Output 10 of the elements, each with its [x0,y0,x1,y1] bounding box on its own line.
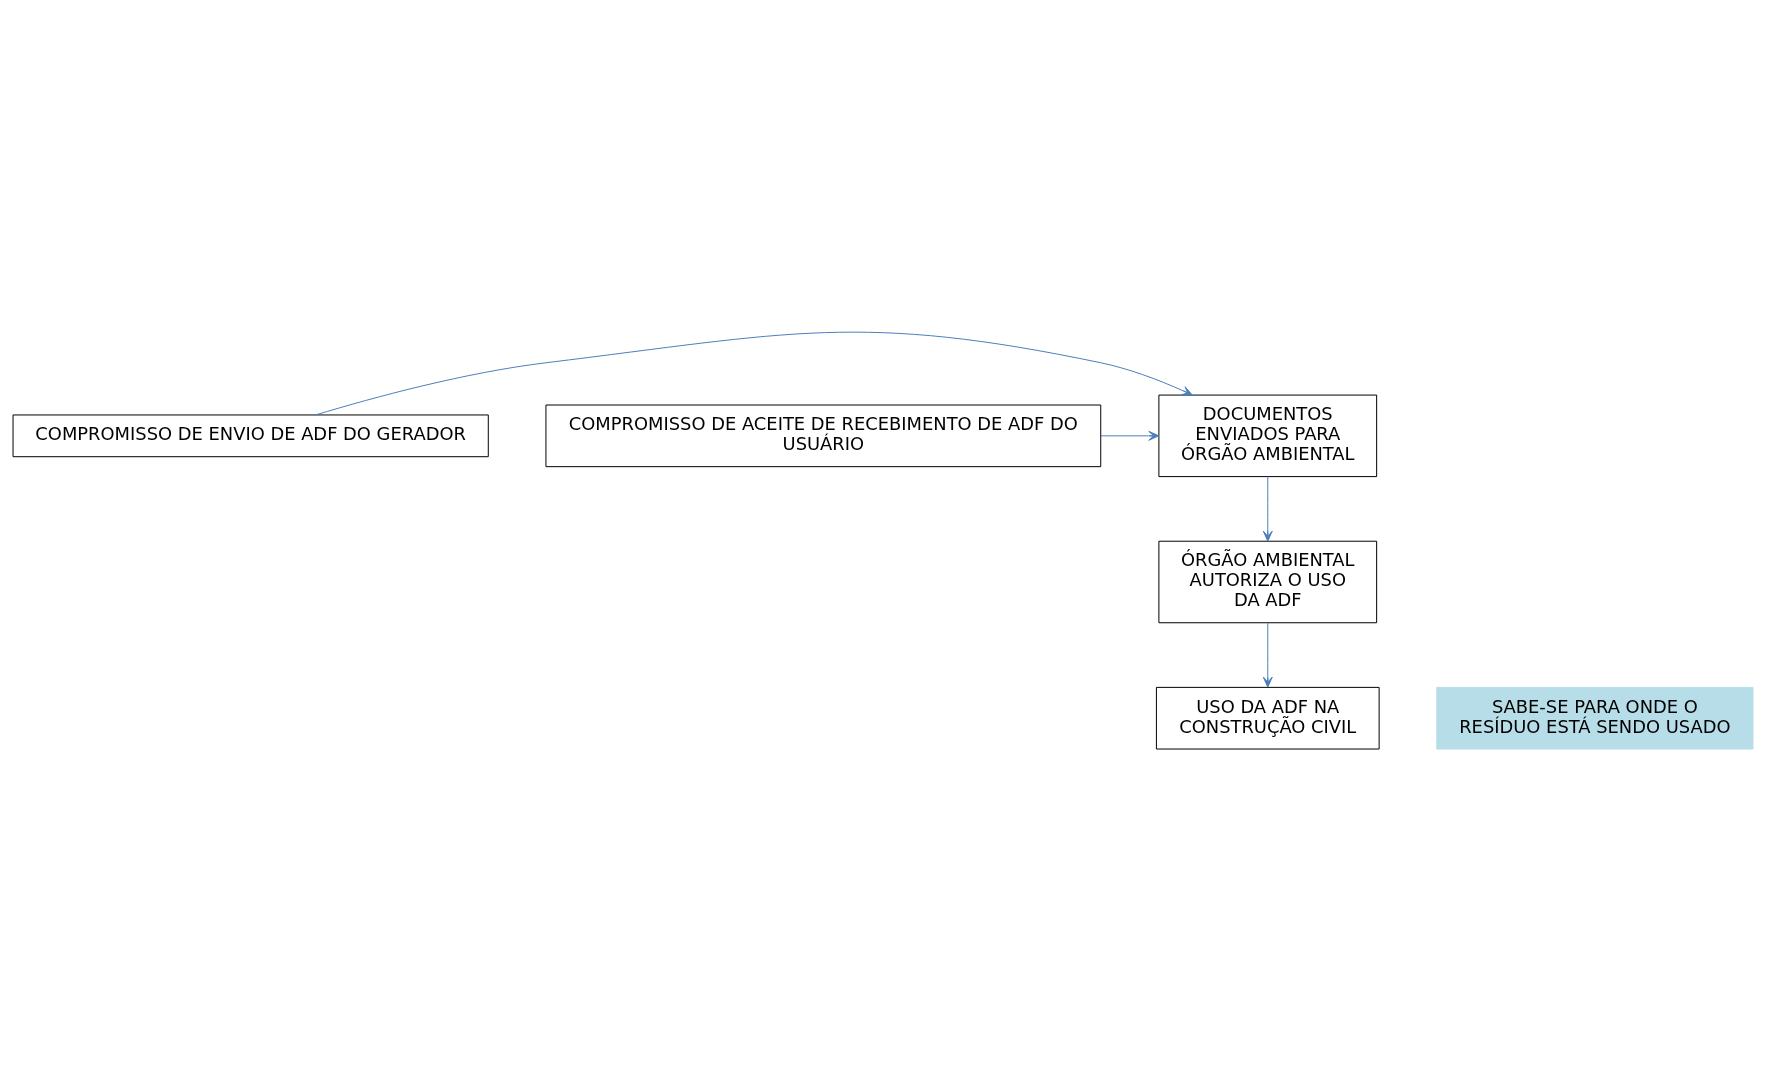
arrow [315,331,1193,416]
node-box: DOCUMENTOS ENVIADOS PARA ÓRGÃO AMBIENTAL [1158,394,1378,478]
arrow [1262,476,1273,542]
arrow [1100,430,1160,441]
node-box: COMPROMISSO DE ACEITE DE RECEBIMENTO DE ADF DO USUÁRIO [545,404,1102,468]
node-box: SABE-SE PARA ONDE O RESÍDUO ESTÁ SENDO USADO [1436,686,1754,750]
node-box: ÓRGÃO AMBIENTAL AUTORIZA O USO DA ADF [1158,540,1378,624]
node-box: USO DA ADF NA CONSTRUÇÃO CIVIL [1155,686,1380,750]
node-box: COMPROMISSO DE ENVIO DE ADF DO GERADOR [12,414,489,458]
arrow [1262,622,1273,688]
